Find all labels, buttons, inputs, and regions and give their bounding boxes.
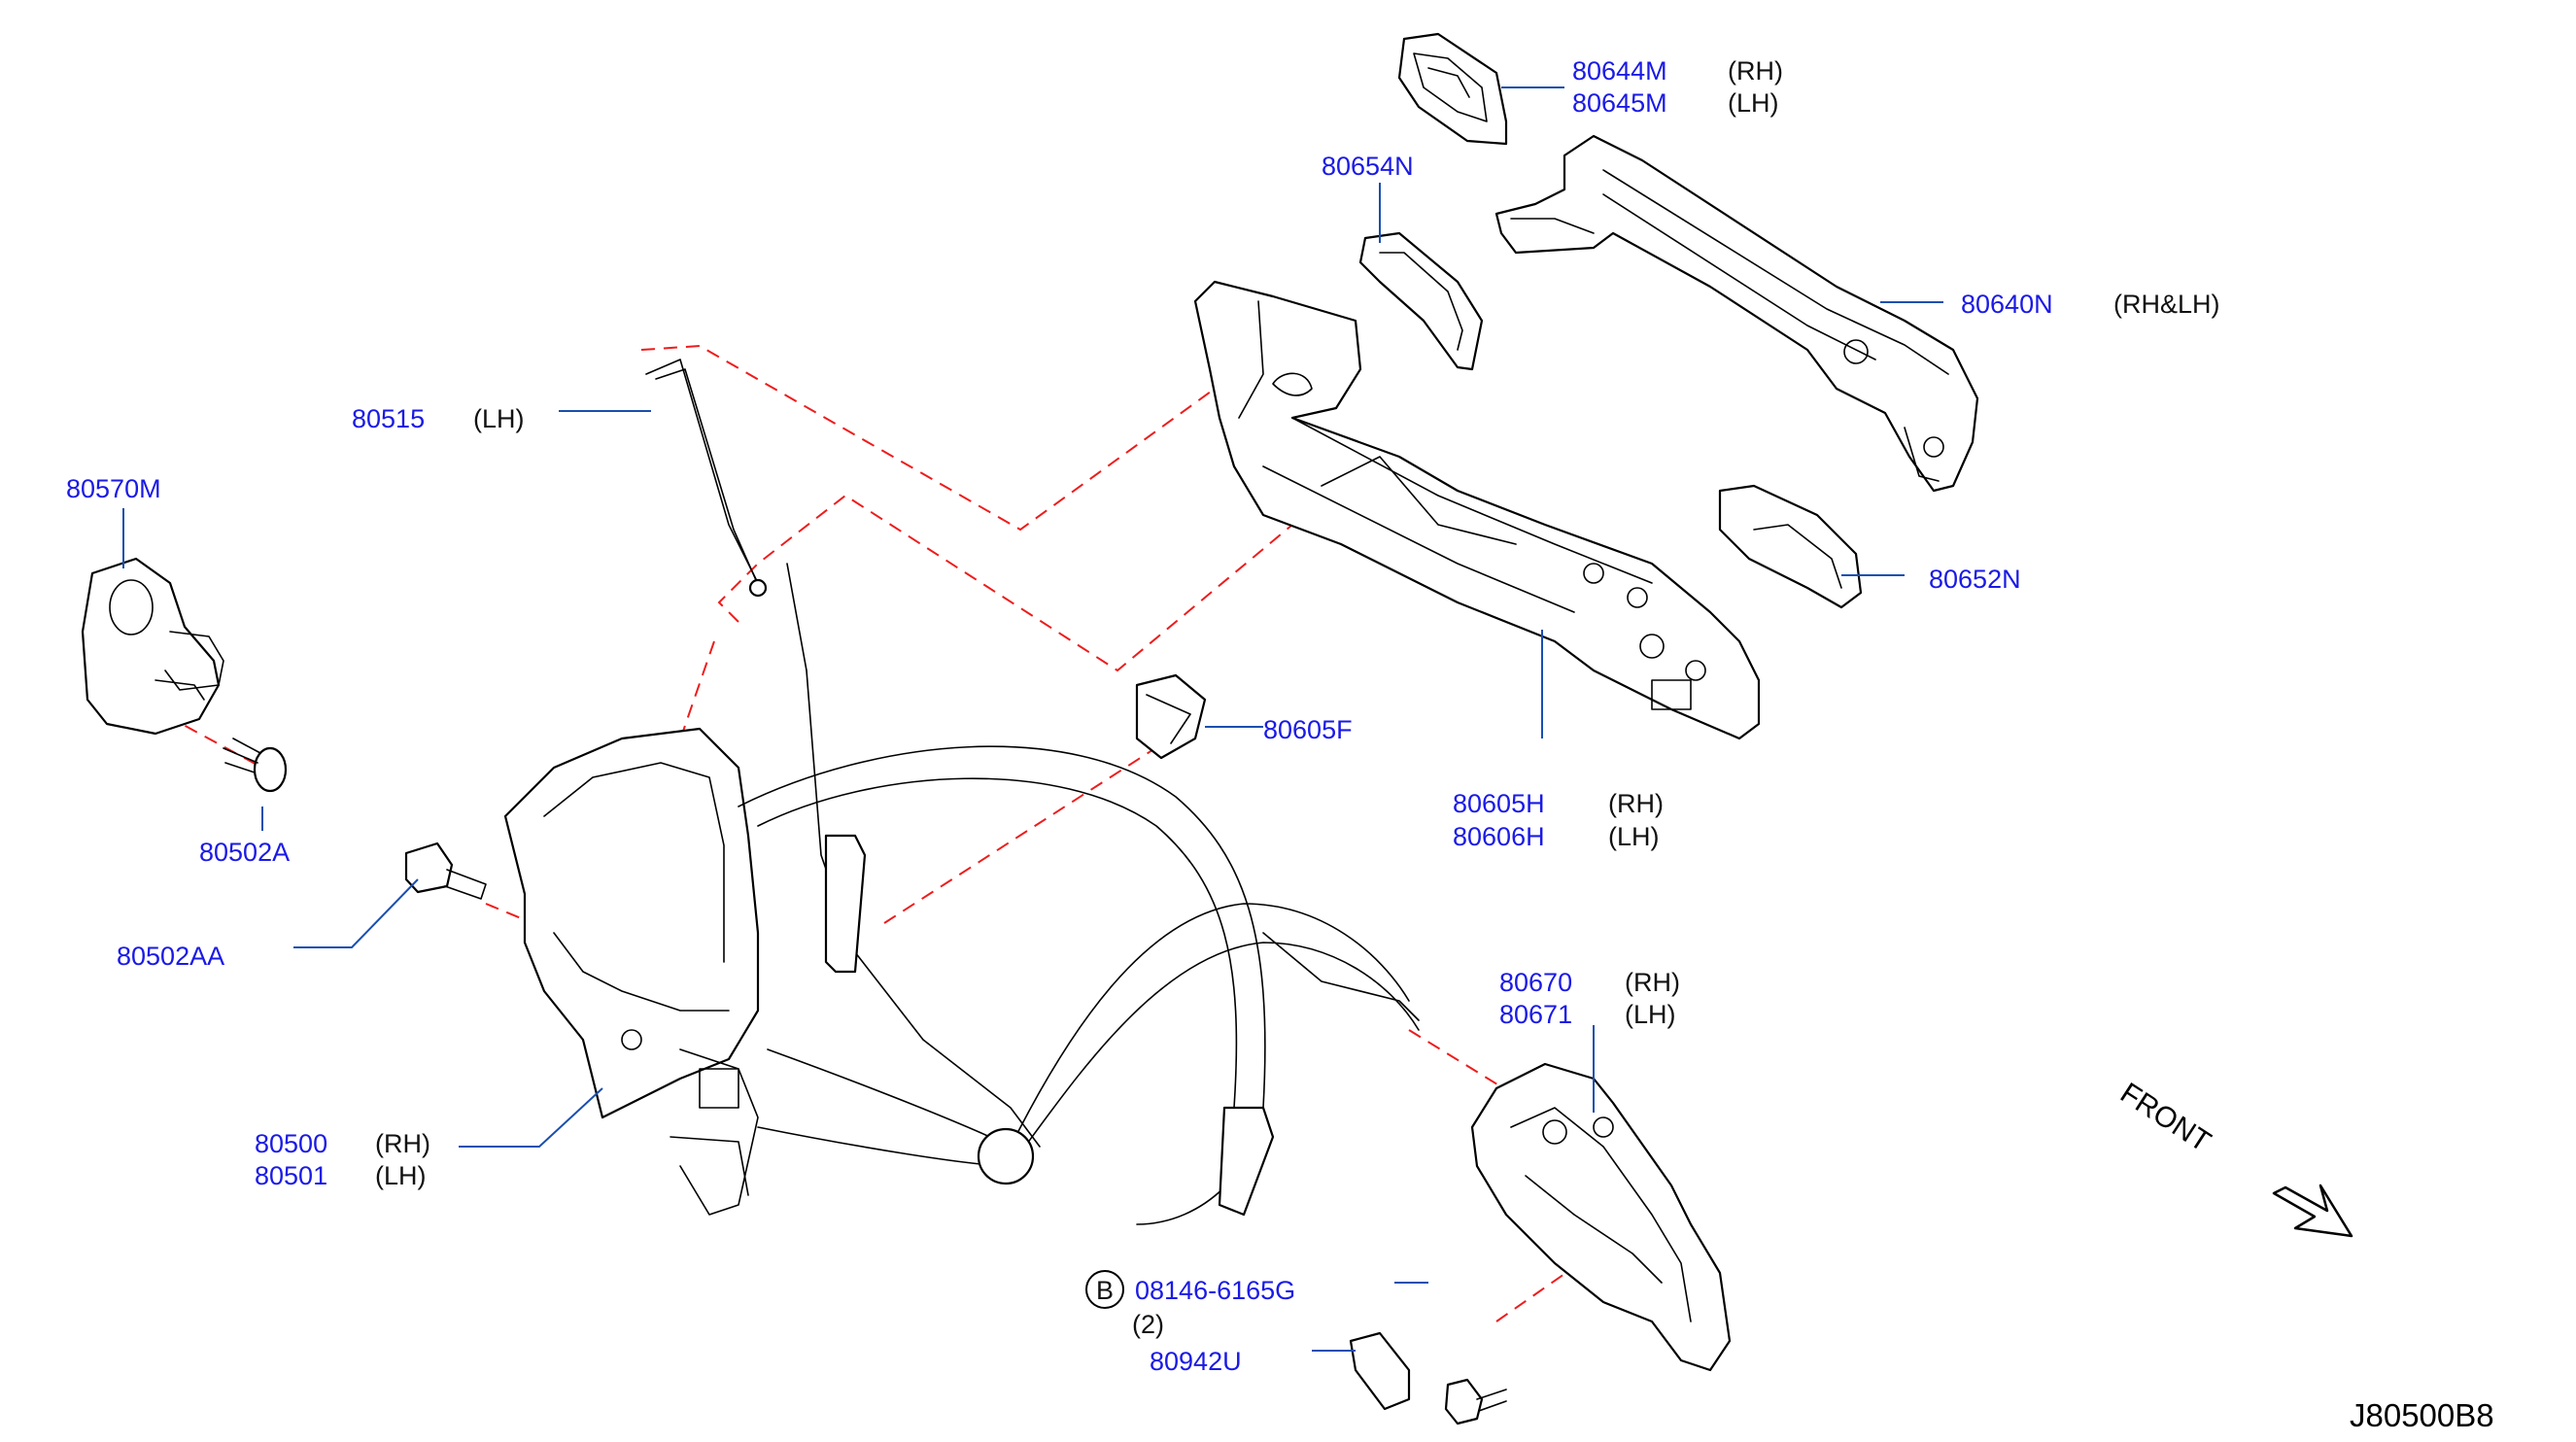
callout-80515[interactable]: 80515 (LH) — [352, 404, 525, 433]
b-badge-circle — [1085, 1270, 1124, 1309]
part-number-80501[interactable]: 80501 — [255, 1161, 327, 1190]
qualifier-80515: (LH) — [473, 404, 525, 433]
callout-80605h[interactable]: 80605H (RH) — [1453, 789, 1664, 818]
quantity-08146-6165g: (2) — [1132, 1310, 1164, 1339]
gasket-80652n[interactable] — [1718, 484, 1863, 609]
bolt-08146-6165g[interactable] — [1444, 1378, 1507, 1425]
qualifier-80500: (RH) — [375, 1129, 430, 1158]
part-number-80640n[interactable]: 80640N — [1961, 290, 2053, 319]
actuator-cables[interactable] — [738, 563, 1420, 1225]
part-number-80645m[interactable]: 80645M — [1572, 88, 1667, 118]
front-direction-indicator: FRONT — [2114, 1077, 2353, 1238]
gasket-80654n[interactable] — [1358, 231, 1484, 371]
part-number-80570m[interactable]: 80570M — [66, 474, 161, 503]
inside-handle-80670[interactable] — [1470, 1062, 1732, 1372]
part-number-80670[interactable]: 80670 — [1499, 968, 1572, 997]
callout-80640n[interactable]: 80640N (RH&LH) — [1961, 290, 2220, 319]
part-number-08146-6165g[interactable]: 08146-6165G — [1135, 1276, 1295, 1305]
qualifier-80670: (RH) — [1625, 968, 1680, 997]
part-number-80671[interactable]: 80671 — [1499, 1000, 1572, 1029]
escutcheon-80644m[interactable] — [1397, 32, 1508, 146]
part-number-80502a[interactable]: 80502A — [199, 838, 290, 867]
part-number-80606h[interactable]: 80606H — [1453, 822, 1545, 851]
qualifier-80606h: (LH) — [1608, 822, 1660, 851]
callout-08146-6165g[interactable]: B 08146-6165G (2) — [1085, 1270, 1295, 1339]
rod-80515[interactable] — [645, 359, 768, 598]
qualifier-80640n: (RH&LH) — [2113, 290, 2220, 319]
screw-80502aa[interactable] — [404, 841, 487, 900]
qualifier-80605h: (RH) — [1608, 789, 1664, 818]
part-number-80605h[interactable]: 80605H — [1453, 789, 1545, 818]
part-number-80644m[interactable]: 80644M — [1572, 56, 1667, 86]
callout-80501[interactable]: 80501 (LH) — [255, 1161, 427, 1190]
cap-80942u[interactable] — [1349, 1331, 1411, 1411]
part-number-80652n[interactable]: 80652N — [1929, 565, 2021, 594]
qualifier-80644m: (RH) — [1728, 56, 1783, 86]
screw-80502a[interactable] — [223, 738, 288, 793]
diagram-code: J80500B8 — [2350, 1397, 2494, 1433]
callout-80606h[interactable]: 80606H (LH) — [1453, 822, 1660, 851]
part-number-80654n[interactable]: 80654N — [1322, 152, 1414, 181]
part-number-80942u[interactable]: 80942U — [1150, 1347, 1242, 1376]
handle-frame-80605h[interactable] — [1193, 280, 1761, 740]
part-number-80502aa[interactable]: 80502AA — [117, 942, 224, 971]
callout-80670[interactable]: 80670 (RH) — [1499, 968, 1680, 997]
callout-80645m[interactable]: 80645M (LH) — [1572, 88, 1779, 118]
part-number-80605f[interactable]: 80605F — [1263, 715, 1353, 744]
qualifier-80671: (LH) — [1625, 1000, 1676, 1029]
qualifier-80645m: (LH) — [1728, 88, 1779, 118]
front-arrow-icon — [2272, 1184, 2353, 1238]
part-number-80515[interactable]: 80515 — [352, 404, 425, 433]
front-label: FRONT — [2114, 1077, 2216, 1158]
b-badge-letter: B — [1096, 1276, 1114, 1305]
callout-80500[interactable]: 80500 (RH) — [255, 1129, 430, 1158]
part-number-80500[interactable]: 80500 — [255, 1129, 327, 1158]
door-lock-actuator-80500[interactable] — [503, 727, 760, 1216]
qualifier-80501: (LH) — [375, 1161, 427, 1190]
callout-80671[interactable]: 80671 (LH) — [1499, 1000, 1676, 1029]
part-labels: 80644M (RH) 80645M (LH) 80654N 80640N (R… — [66, 56, 2220, 1376]
callout-80644m[interactable]: 80644M (RH) — [1572, 56, 1783, 86]
leader-lines — [122, 86, 1943, 1352]
clip-80605f[interactable] — [1135, 673, 1207, 760]
striker-80570m[interactable] — [81, 557, 224, 736]
outside-handle-80640n[interactable] — [1494, 134, 1979, 493]
